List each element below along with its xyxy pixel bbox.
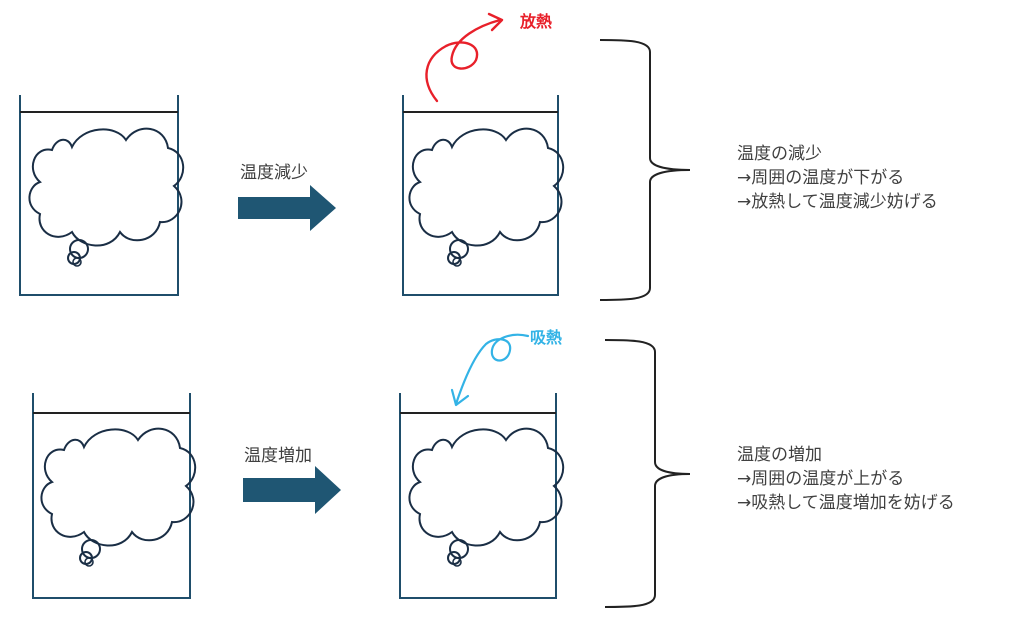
explanation-bottom-line-2: →周囲の温度が上がる	[737, 469, 905, 489]
bracket-top	[599, 39, 691, 301]
beaker-top-left	[19, 95, 179, 296]
explanation-top: 温度の減少 →周囲の温度が下がる →放熱して温度減少妨げる	[737, 142, 938, 214]
explanation-top-line-3: →放熱して温度減少妨げる	[737, 192, 938, 212]
beaker-top-right	[402, 95, 559, 296]
beaker-bottom-left	[32, 393, 191, 599]
heat-absorb-label: 吸熱	[530, 328, 563, 347]
arrow-bottom	[243, 466, 341, 514]
explanation-bottom-line-1: 温度の増加	[737, 445, 822, 465]
cloud-bottom-left	[40, 427, 197, 567]
cloud-bottom-right	[408, 427, 565, 567]
explanation-bottom-line-3: →吸熱して温度増加を妨げる	[737, 493, 955, 513]
heat-absorb-arrow	[450, 333, 530, 407]
operation-label-top: 温度減少	[240, 163, 308, 183]
explanation-top-line-2: →周囲の温度が下がる	[737, 168, 905, 188]
heat-release-arrow	[425, 12, 504, 103]
bracket-bottom	[604, 339, 691, 608]
operation-label-bottom: 温度増加	[244, 446, 312, 466]
explanation-bottom: 温度の増加 →周囲の温度が上がる →吸熱して温度増加を妨げる	[737, 443, 955, 515]
heat-release-label: 放熱	[520, 12, 553, 31]
cloud-top-right	[408, 127, 565, 267]
explanation-top-line-1: 温度の減少	[737, 144, 822, 164]
cloud-top-left	[28, 127, 185, 267]
arrow-top	[238, 185, 336, 231]
beaker-bottom-right	[399, 393, 557, 599]
